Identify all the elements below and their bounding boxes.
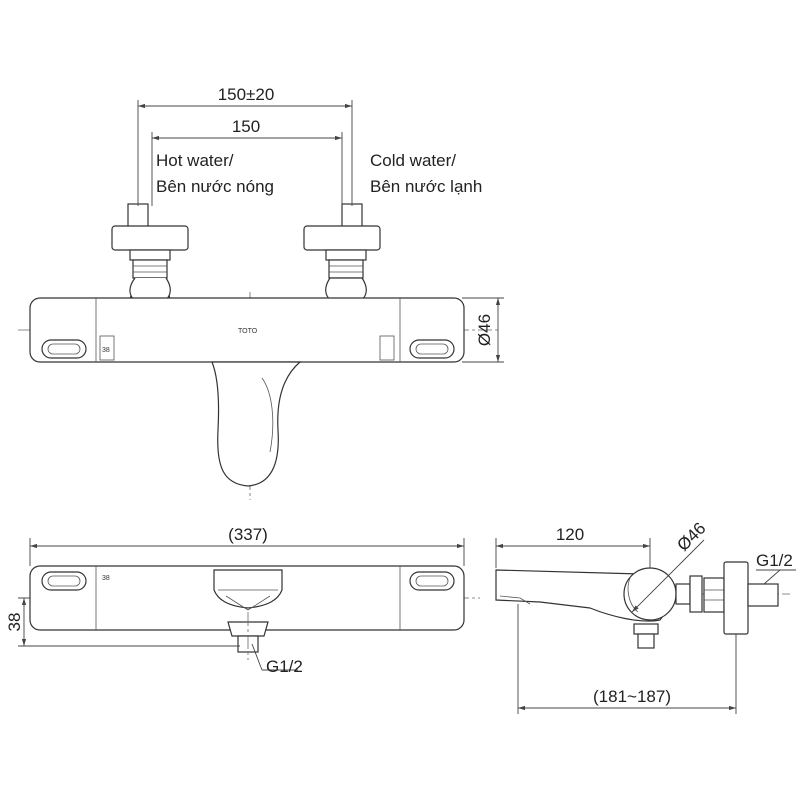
cold-water-label: Cold water/	[370, 151, 456, 170]
dim-150-tolerance: 150±20	[137, 85, 353, 206]
dim-overall-length: (337)	[29, 525, 465, 566]
dim-diameter-front-text: Ø46	[475, 314, 494, 346]
side-bottom-stub	[637, 633, 655, 649]
dim-overall-length-text: (337)	[228, 525, 268, 544]
front-spout	[211, 361, 302, 487]
bottom-spout-outlet	[213, 569, 283, 609]
dim-thread-side-text: G1/2	[756, 551, 793, 570]
hot-inlet-fitting	[111, 203, 189, 303]
temp-mark-bottom-text: 38	[102, 575, 110, 582]
dim-150-tolerance-text: 150±20	[218, 85, 275, 104]
temp-mark-text: 38	[102, 347, 110, 354]
dim-diameter-front: Ø46	[462, 297, 504, 363]
cold-inlet-fitting	[303, 203, 381, 303]
dim-diameter-side-text: Ø46	[673, 519, 709, 555]
dim-body-height-text: 38	[5, 613, 24, 632]
side-wall-flange	[723, 561, 749, 635]
dim-wall-distance: (181~187)	[517, 604, 737, 714]
cold-water-label-vi: Bên nước lạnh	[370, 177, 482, 196]
bottom-view: 38 (337) 38 G1/2	[5, 525, 480, 676]
dim-body-height: 38	[5, 597, 240, 647]
temperature-handle-cap	[41, 339, 87, 359]
dim-150-text: 150	[232, 117, 260, 136]
dim-thread-bottom-text: G1/2	[266, 657, 303, 676]
side-inlet-pipe	[747, 583, 779, 607]
flow-handle-cap	[409, 339, 455, 359]
flow-scale-mark	[379, 335, 395, 361]
side-hex-nut	[703, 577, 725, 613]
brand-mark-text: TOTO	[238, 328, 258, 335]
dim-thread-side: G1/2	[756, 551, 796, 585]
dim-wall-distance-text: (181~187)	[593, 687, 671, 706]
temperature-scale-mark	[99, 335, 115, 361]
front-view: 38 TOTO 150±20 150 Hot water/ Bên nước n…	[18, 85, 504, 500]
side-connector	[675, 583, 691, 605]
hot-water-label: Hot water/	[156, 151, 234, 170]
dim-thread-bottom: G1/2	[251, 643, 303, 676]
dim-spout-reach: 120	[495, 525, 651, 568]
dim-spout-reach-text: 120	[556, 525, 584, 544]
dim-150: 150	[151, 117, 343, 206]
hot-water-label-vi: Bên nước nóng	[156, 177, 274, 196]
side-view: 120 Ø46 G1/2 (181~187)	[495, 519, 796, 714]
